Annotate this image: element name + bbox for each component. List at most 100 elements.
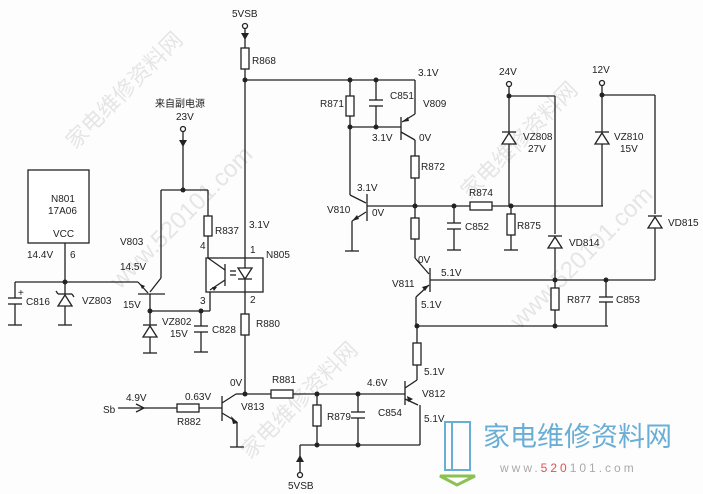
svg-text:R879: R879 <box>327 412 351 423</box>
svg-text:C816: C816 <box>26 297 50 308</box>
svg-text:www.520101.com: www.520101.com <box>499 461 637 475</box>
svg-text:R871: R871 <box>320 99 344 110</box>
svg-text:24V: 24V <box>499 67 517 78</box>
optocoupler-n805: 4 3 1 2 N805 3.1V <box>200 220 290 307</box>
zener-vz802: VZ802 15V <box>141 311 192 354</box>
svg-text:14.4V: 14.4V <box>27 250 53 261</box>
svg-text:R877: R877 <box>567 295 591 306</box>
sb-input: Sb 4.9V <box>103 393 177 416</box>
svg-text:27V: 27V <box>528 144 546 155</box>
svg-text:0V: 0V <box>418 255 431 266</box>
svg-text:VZ808: VZ808 <box>523 132 553 143</box>
vsb-top-terminal: 5VSB <box>232 9 258 48</box>
capacitor-c853: C853 <box>599 280 640 326</box>
capacitor-c828: C828 <box>194 311 236 353</box>
svg-text:3: 3 <box>200 296 206 307</box>
ic-n801: N801 17A06 VCC 6 14.4V <box>27 169 90 261</box>
rail-12v-terminal: 12V <box>592 65 610 87</box>
rail-24v-terminal: 24V <box>499 67 517 88</box>
svg-text:+: + <box>18 288 24 299</box>
resistor-r881: R881 <box>270 375 296 399</box>
svg-text:5VSB: 5VSB <box>288 481 314 492</box>
svg-text:Sb: Sb <box>103 405 116 416</box>
resistor-r882: R882 <box>176 403 201 428</box>
transistor-v803: V803 14.5V 15V <box>120 237 165 311</box>
svg-text:来自副电源: 来自副电源 <box>155 97 205 110</box>
resistor-r872: R872 <box>410 155 445 179</box>
svg-text:C851: C851 <box>390 91 414 102</box>
svg-text:0.63V: 0.63V <box>185 392 211 403</box>
svg-text:2: 2 <box>250 295 256 306</box>
resistor-r837: R837 <box>203 215 239 237</box>
svg-text:5.1V: 5.1V <box>441 268 462 279</box>
vsb-bottom-terminal: 5VSB <box>288 445 314 492</box>
capacitor-c852: C852 <box>447 206 489 251</box>
resistor-r871: R871 <box>320 80 355 127</box>
aux-source-terminal: 来自副电源 23V <box>155 97 205 190</box>
diode-vd814: VD814 <box>546 235 600 249</box>
svg-text:6: 6 <box>70 250 76 261</box>
svg-text:C828: C828 <box>212 325 236 336</box>
zener-vz808: VZ808 27V <box>500 131 553 206</box>
svg-text:VZ802: VZ802 <box>162 317 192 328</box>
svg-text:VZ803: VZ803 <box>82 296 112 307</box>
capacitor-c854: C854 <box>351 394 402 445</box>
zener-vz803: VZ803 <box>55 282 112 326</box>
resistor-r879: R879 <box>312 394 351 445</box>
svg-text:15V: 15V <box>170 329 188 340</box>
resistor-v811-base <box>410 206 420 258</box>
svg-text:V810: V810 <box>327 205 351 216</box>
svg-text:R875: R875 <box>517 221 541 232</box>
transistor-v809: 3.1V V809 3.1V 0V <box>372 68 447 144</box>
transistor-v810: 3.1V V810 0V <box>327 183 415 252</box>
svg-text:N801: N801 <box>51 194 75 205</box>
resistor-r877: R877 <box>550 280 591 326</box>
resistor-r868: R868 <box>240 47 276 70</box>
zener-vz810: VZ810 15V <box>593 131 644 206</box>
svg-text:12V: 12V <box>592 65 610 76</box>
transistor-v813: 0.63V 0V V813 <box>185 378 265 448</box>
svg-text:4: 4 <box>200 241 206 252</box>
svg-text:R880: R880 <box>256 319 280 330</box>
svg-text:VCC: VCC <box>53 229 74 240</box>
svg-text:R868: R868 <box>252 56 276 67</box>
svg-text:14.5V: 14.5V <box>120 262 146 273</box>
svg-text:VD815: VD815 <box>668 218 699 229</box>
svg-text:0V: 0V <box>372 208 385 219</box>
svg-text:3.1V: 3.1V <box>372 133 393 144</box>
svg-text:N805: N805 <box>266 250 290 261</box>
resistor-r880: R880 <box>240 313 280 336</box>
svg-text:5.1V: 5.1V <box>421 300 442 311</box>
svg-text:VD814: VD814 <box>569 238 600 249</box>
svg-text:R874: R874 <box>469 188 493 199</box>
svg-text:V803: V803 <box>120 237 144 248</box>
site-logo: 家电维修资料网 www.520101.com <box>439 421 672 487</box>
diode-vd815: VD815 <box>646 215 699 229</box>
svg-text:家电维修资料网: 家电维修资料网 <box>483 422 672 453</box>
svg-text:23V: 23V <box>176 112 194 123</box>
svg-text:3.1V: 3.1V <box>418 68 439 79</box>
svg-text:0V: 0V <box>419 133 432 144</box>
svg-text:R872: R872 <box>421 162 445 173</box>
svg-text:0V: 0V <box>230 378 243 389</box>
capacitor-c816: + C816 <box>8 282 50 326</box>
svg-text:17A06: 17A06 <box>48 206 77 217</box>
svg-text:15V: 15V <box>620 144 638 155</box>
svg-text:VZ810: VZ810 <box>614 132 644 143</box>
svg-text:R837: R837 <box>215 226 239 237</box>
svg-text:5VSB: 5VSB <box>232 9 258 20</box>
svg-text:5.1V: 5.1V <box>424 414 445 425</box>
svg-text:V813: V813 <box>241 402 265 413</box>
svg-text:4.9V: 4.9V <box>126 393 147 404</box>
svg-text:C852: C852 <box>465 222 489 233</box>
svg-text:3.1V: 3.1V <box>249 220 270 231</box>
svg-text:V811: V811 <box>392 279 415 290</box>
svg-text:V809: V809 <box>423 99 447 110</box>
svg-text:1: 1 <box>250 245 256 256</box>
svg-text:C854: C854 <box>378 408 402 419</box>
resistor-r-v812-coll <box>412 342 422 366</box>
svg-text:家电维修资料网: 家电维修资料网 <box>62 28 189 155</box>
svg-text:R881: R881 <box>272 375 296 386</box>
